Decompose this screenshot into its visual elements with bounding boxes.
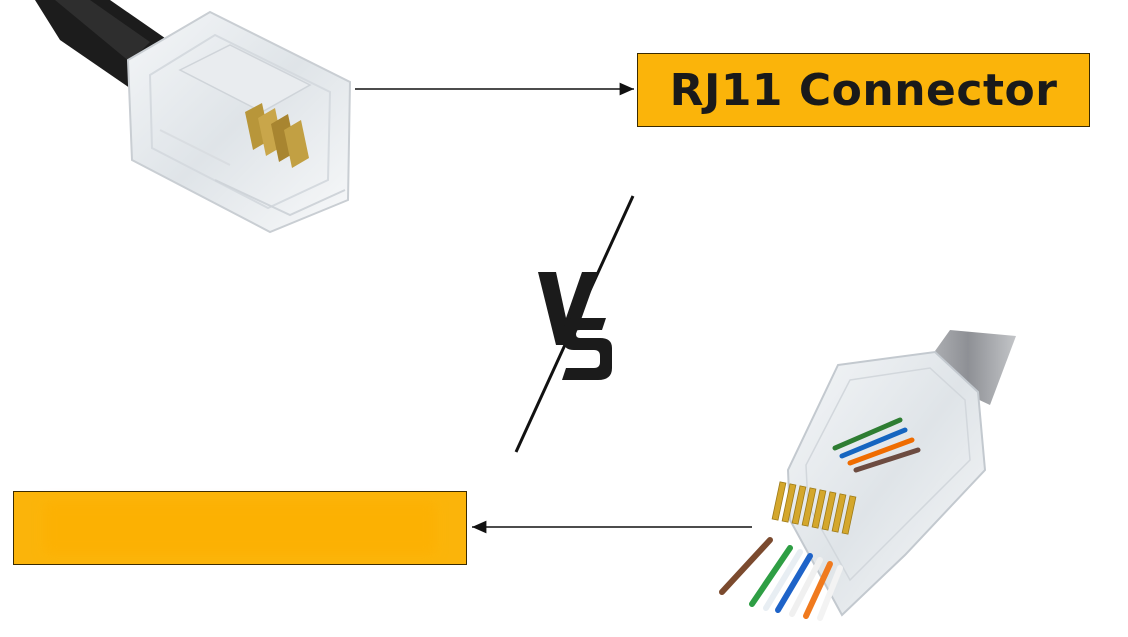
rj45-wires-inside xyxy=(832,417,921,473)
rj11-label-box: RJ11 Connector xyxy=(637,53,1090,127)
vs-letter-v xyxy=(538,272,598,345)
rj45-plug-body xyxy=(786,350,987,617)
rj11-plug-body xyxy=(126,10,352,234)
rj45-wire-ends xyxy=(719,537,843,621)
rj45-gold-pins xyxy=(771,481,857,535)
bottom-label-box xyxy=(13,491,467,565)
rj11-label-text: RJ11 Connector xyxy=(669,64,1058,116)
rj45-cable xyxy=(920,330,1016,405)
vs-letter-s xyxy=(562,318,612,380)
vs-mark xyxy=(514,195,635,453)
rj11-connector-image xyxy=(35,0,352,234)
rj11-contacts xyxy=(245,103,309,168)
rj45-connector-image xyxy=(719,330,1016,621)
bottom-label-blurred-area xyxy=(44,502,436,554)
